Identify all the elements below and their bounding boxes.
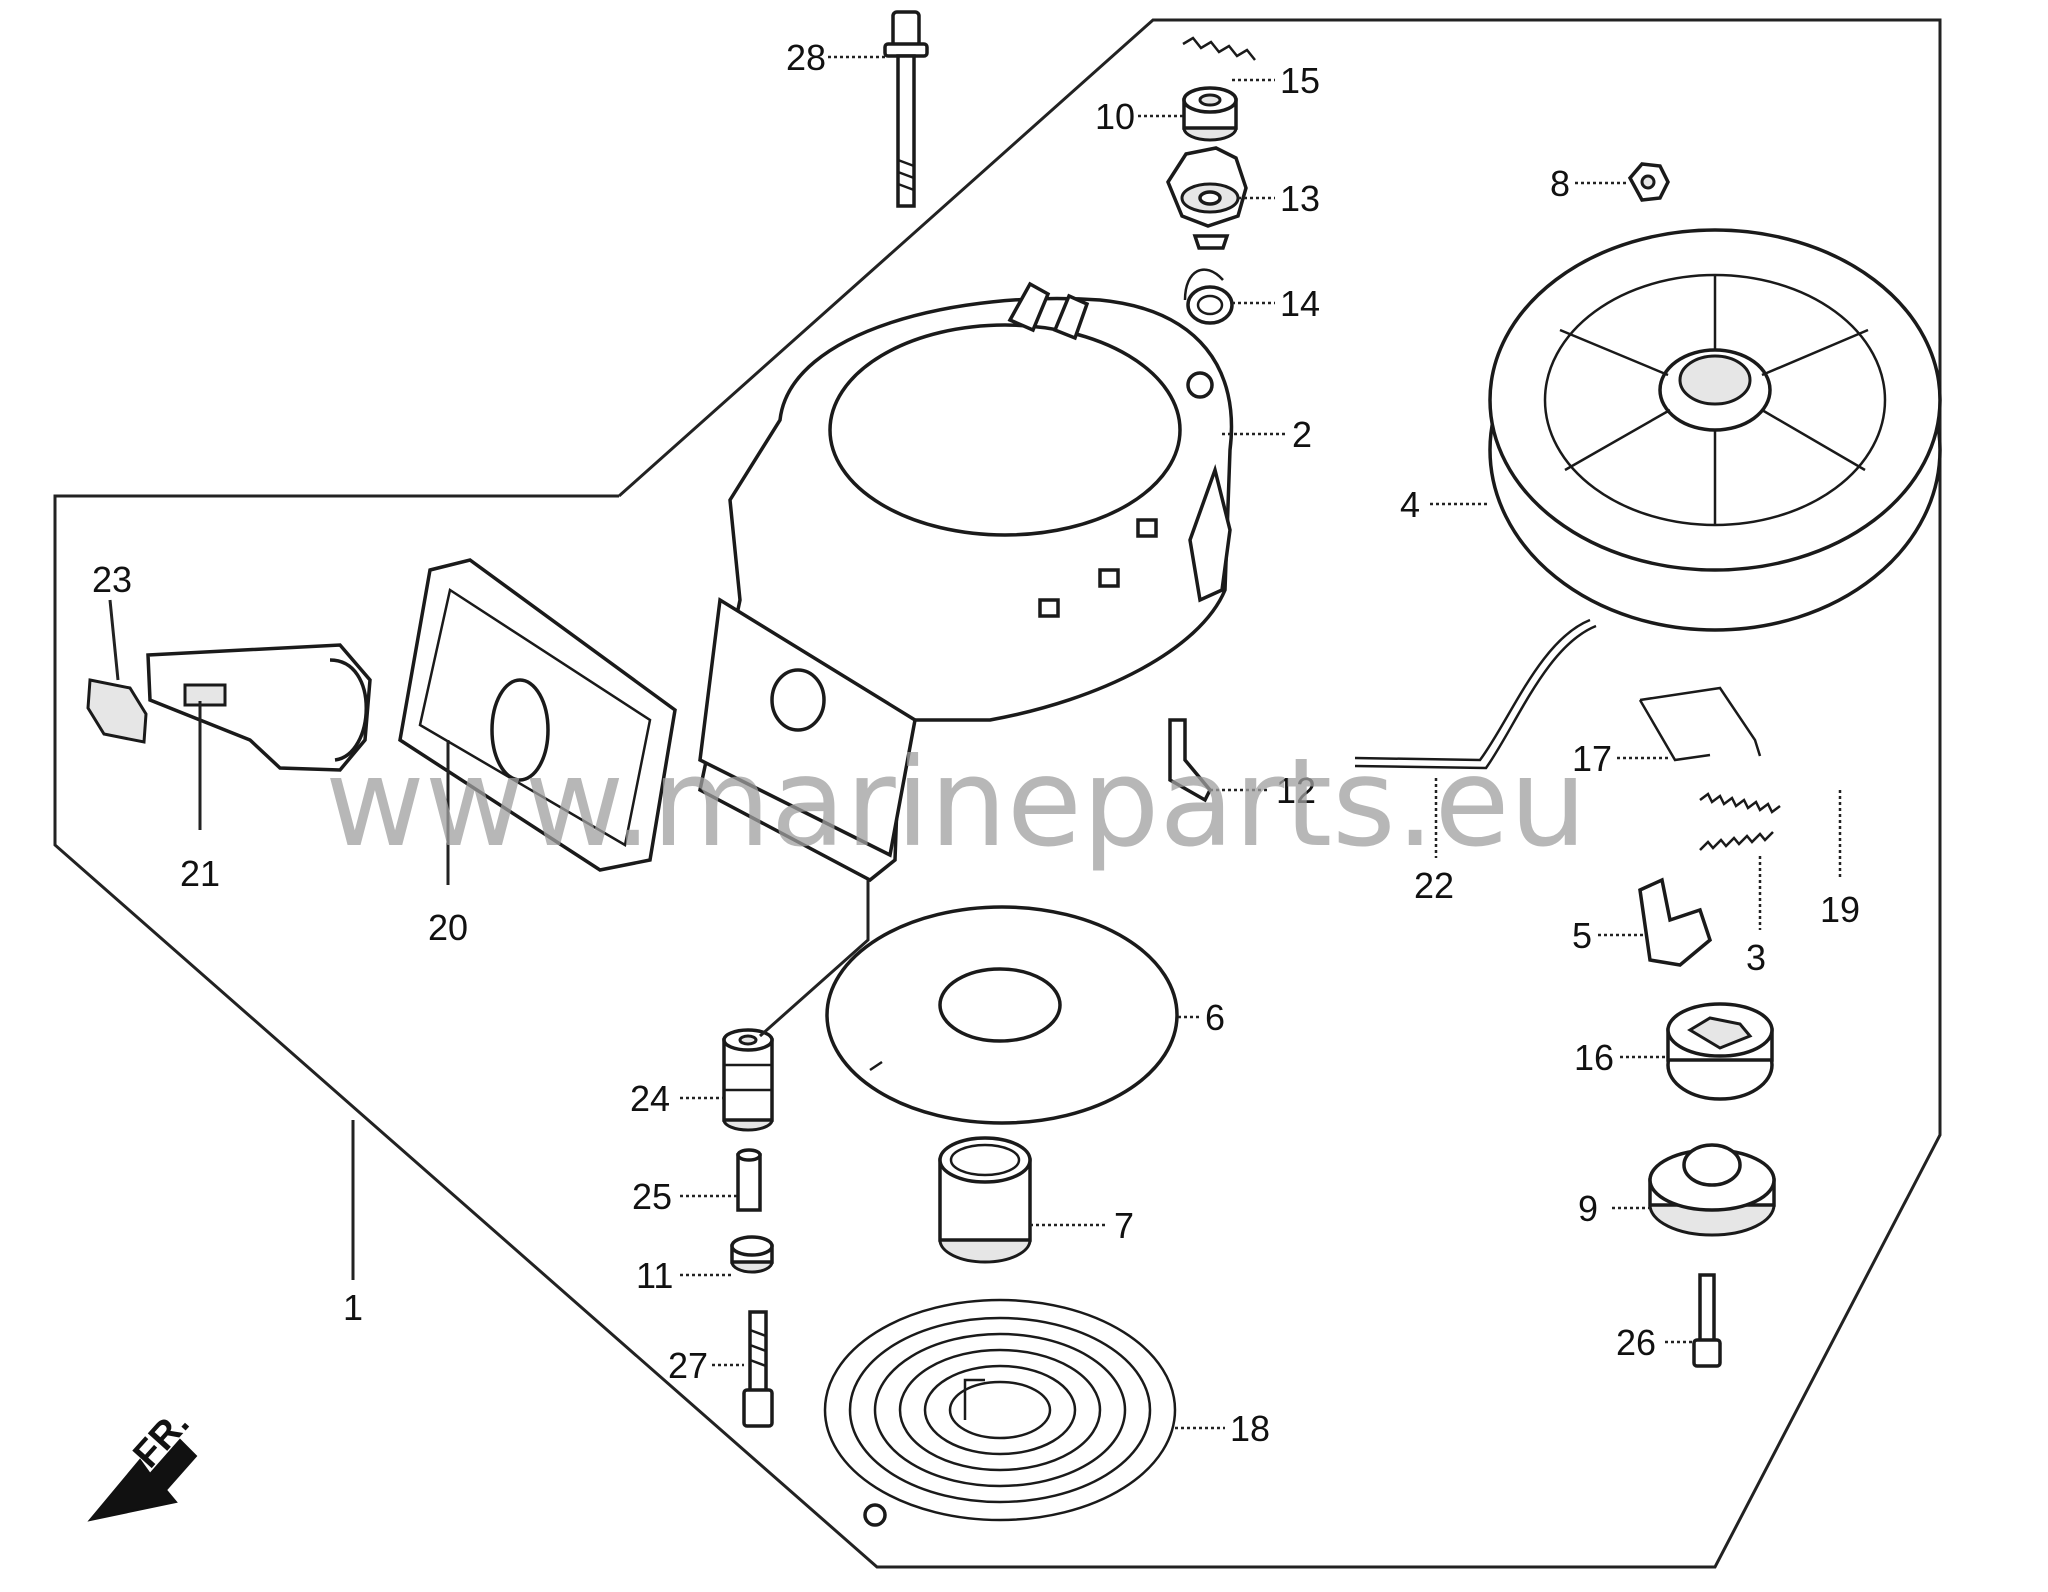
part-3-friction-spring bbox=[1699, 831, 1774, 851]
callout-9: 9 bbox=[1578, 1188, 1598, 1229]
part-15-spring-pin bbox=[1182, 36, 1256, 61]
part-19-spring bbox=[1699, 792, 1781, 814]
callout-1: 1 bbox=[343, 1287, 363, 1328]
callout-22: 22 bbox=[1414, 865, 1454, 906]
callout-10: 10 bbox=[1095, 96, 1135, 137]
part-20-rope-guide bbox=[398, 558, 677, 872]
assembly-boundary bbox=[53, 18, 1942, 1569]
callout-7: 7 bbox=[1114, 1205, 1134, 1246]
part-6-friction-plate bbox=[825, 905, 1179, 1125]
callout-16: 16 bbox=[1574, 1037, 1614, 1078]
part-8-nut bbox=[1627, 162, 1670, 202]
part-4-reel bbox=[1488, 228, 1942, 632]
part-11-washer bbox=[730, 1235, 774, 1274]
part-16-ratchet-guide bbox=[1666, 1002, 1774, 1101]
part-10-collar bbox=[1182, 86, 1238, 142]
callout-3: 3 bbox=[1746, 937, 1766, 978]
callout-15: 15 bbox=[1280, 60, 1320, 101]
part-7-bushing bbox=[938, 1136, 1032, 1264]
callout-12: 12 bbox=[1276, 770, 1316, 811]
callout-4: 4 bbox=[1400, 484, 1420, 525]
callout-19: 19 bbox=[1820, 889, 1860, 930]
part-18-spiral-spring bbox=[823, 1298, 1177, 1527]
part-2-starter-case bbox=[698, 281, 1234, 883]
callout-21: 21 bbox=[180, 853, 220, 894]
callout-5: 5 bbox=[1572, 915, 1592, 956]
callout-2: 2 bbox=[1292, 414, 1312, 455]
part-22-starter-rope bbox=[1354, 618, 1597, 770]
callout-14: 14 bbox=[1280, 283, 1320, 324]
part-13-ratchet bbox=[1166, 146, 1248, 250]
part-25-collar bbox=[736, 1148, 762, 1212]
callout-24: 24 bbox=[630, 1078, 670, 1119]
part-26-bolt bbox=[1692, 1273, 1722, 1368]
part-5-ratchet-pawl bbox=[1638, 877, 1713, 967]
part-21-starter-grip bbox=[146, 643, 372, 772]
callout-27: 27 bbox=[668, 1345, 708, 1386]
part-17-return-wire bbox=[1638, 686, 1762, 762]
part-27-bolt bbox=[742, 1310, 774, 1428]
callout-26: 26 bbox=[1616, 1322, 1656, 1363]
part-12-plate bbox=[1168, 718, 1213, 803]
callout-labels: 28 15 10 13 14 8 2 4 23 21 20 12 17 22 1… bbox=[92, 37, 1860, 1449]
part-24-damper bbox=[722, 1028, 774, 1132]
part-23-knob-insert bbox=[86, 678, 148, 744]
part-14-coil-spring bbox=[1183, 268, 1234, 325]
callout-18: 18 bbox=[1230, 1408, 1270, 1449]
callout-6: 6 bbox=[1205, 997, 1225, 1038]
callout-13: 13 bbox=[1280, 178, 1320, 219]
watermark: www.marineparts.eu bbox=[325, 732, 1587, 874]
callout-25: 25 bbox=[632, 1176, 672, 1217]
callout-17: 17 bbox=[1572, 738, 1612, 779]
callout-11: 11 bbox=[636, 1255, 673, 1296]
part-9-cover bbox=[1648, 1143, 1776, 1237]
part-28-bolt bbox=[883, 10, 929, 208]
front-arrow-icon bbox=[87, 1438, 198, 1522]
leader-lines bbox=[108, 55, 1842, 1430]
callout-28: 28 bbox=[786, 37, 826, 78]
callout-8: 8 bbox=[1550, 163, 1570, 204]
callout-20: 20 bbox=[428, 907, 468, 948]
front-direction-marker: FR. bbox=[87, 1402, 198, 1522]
callout-23: 23 bbox=[92, 559, 132, 600]
